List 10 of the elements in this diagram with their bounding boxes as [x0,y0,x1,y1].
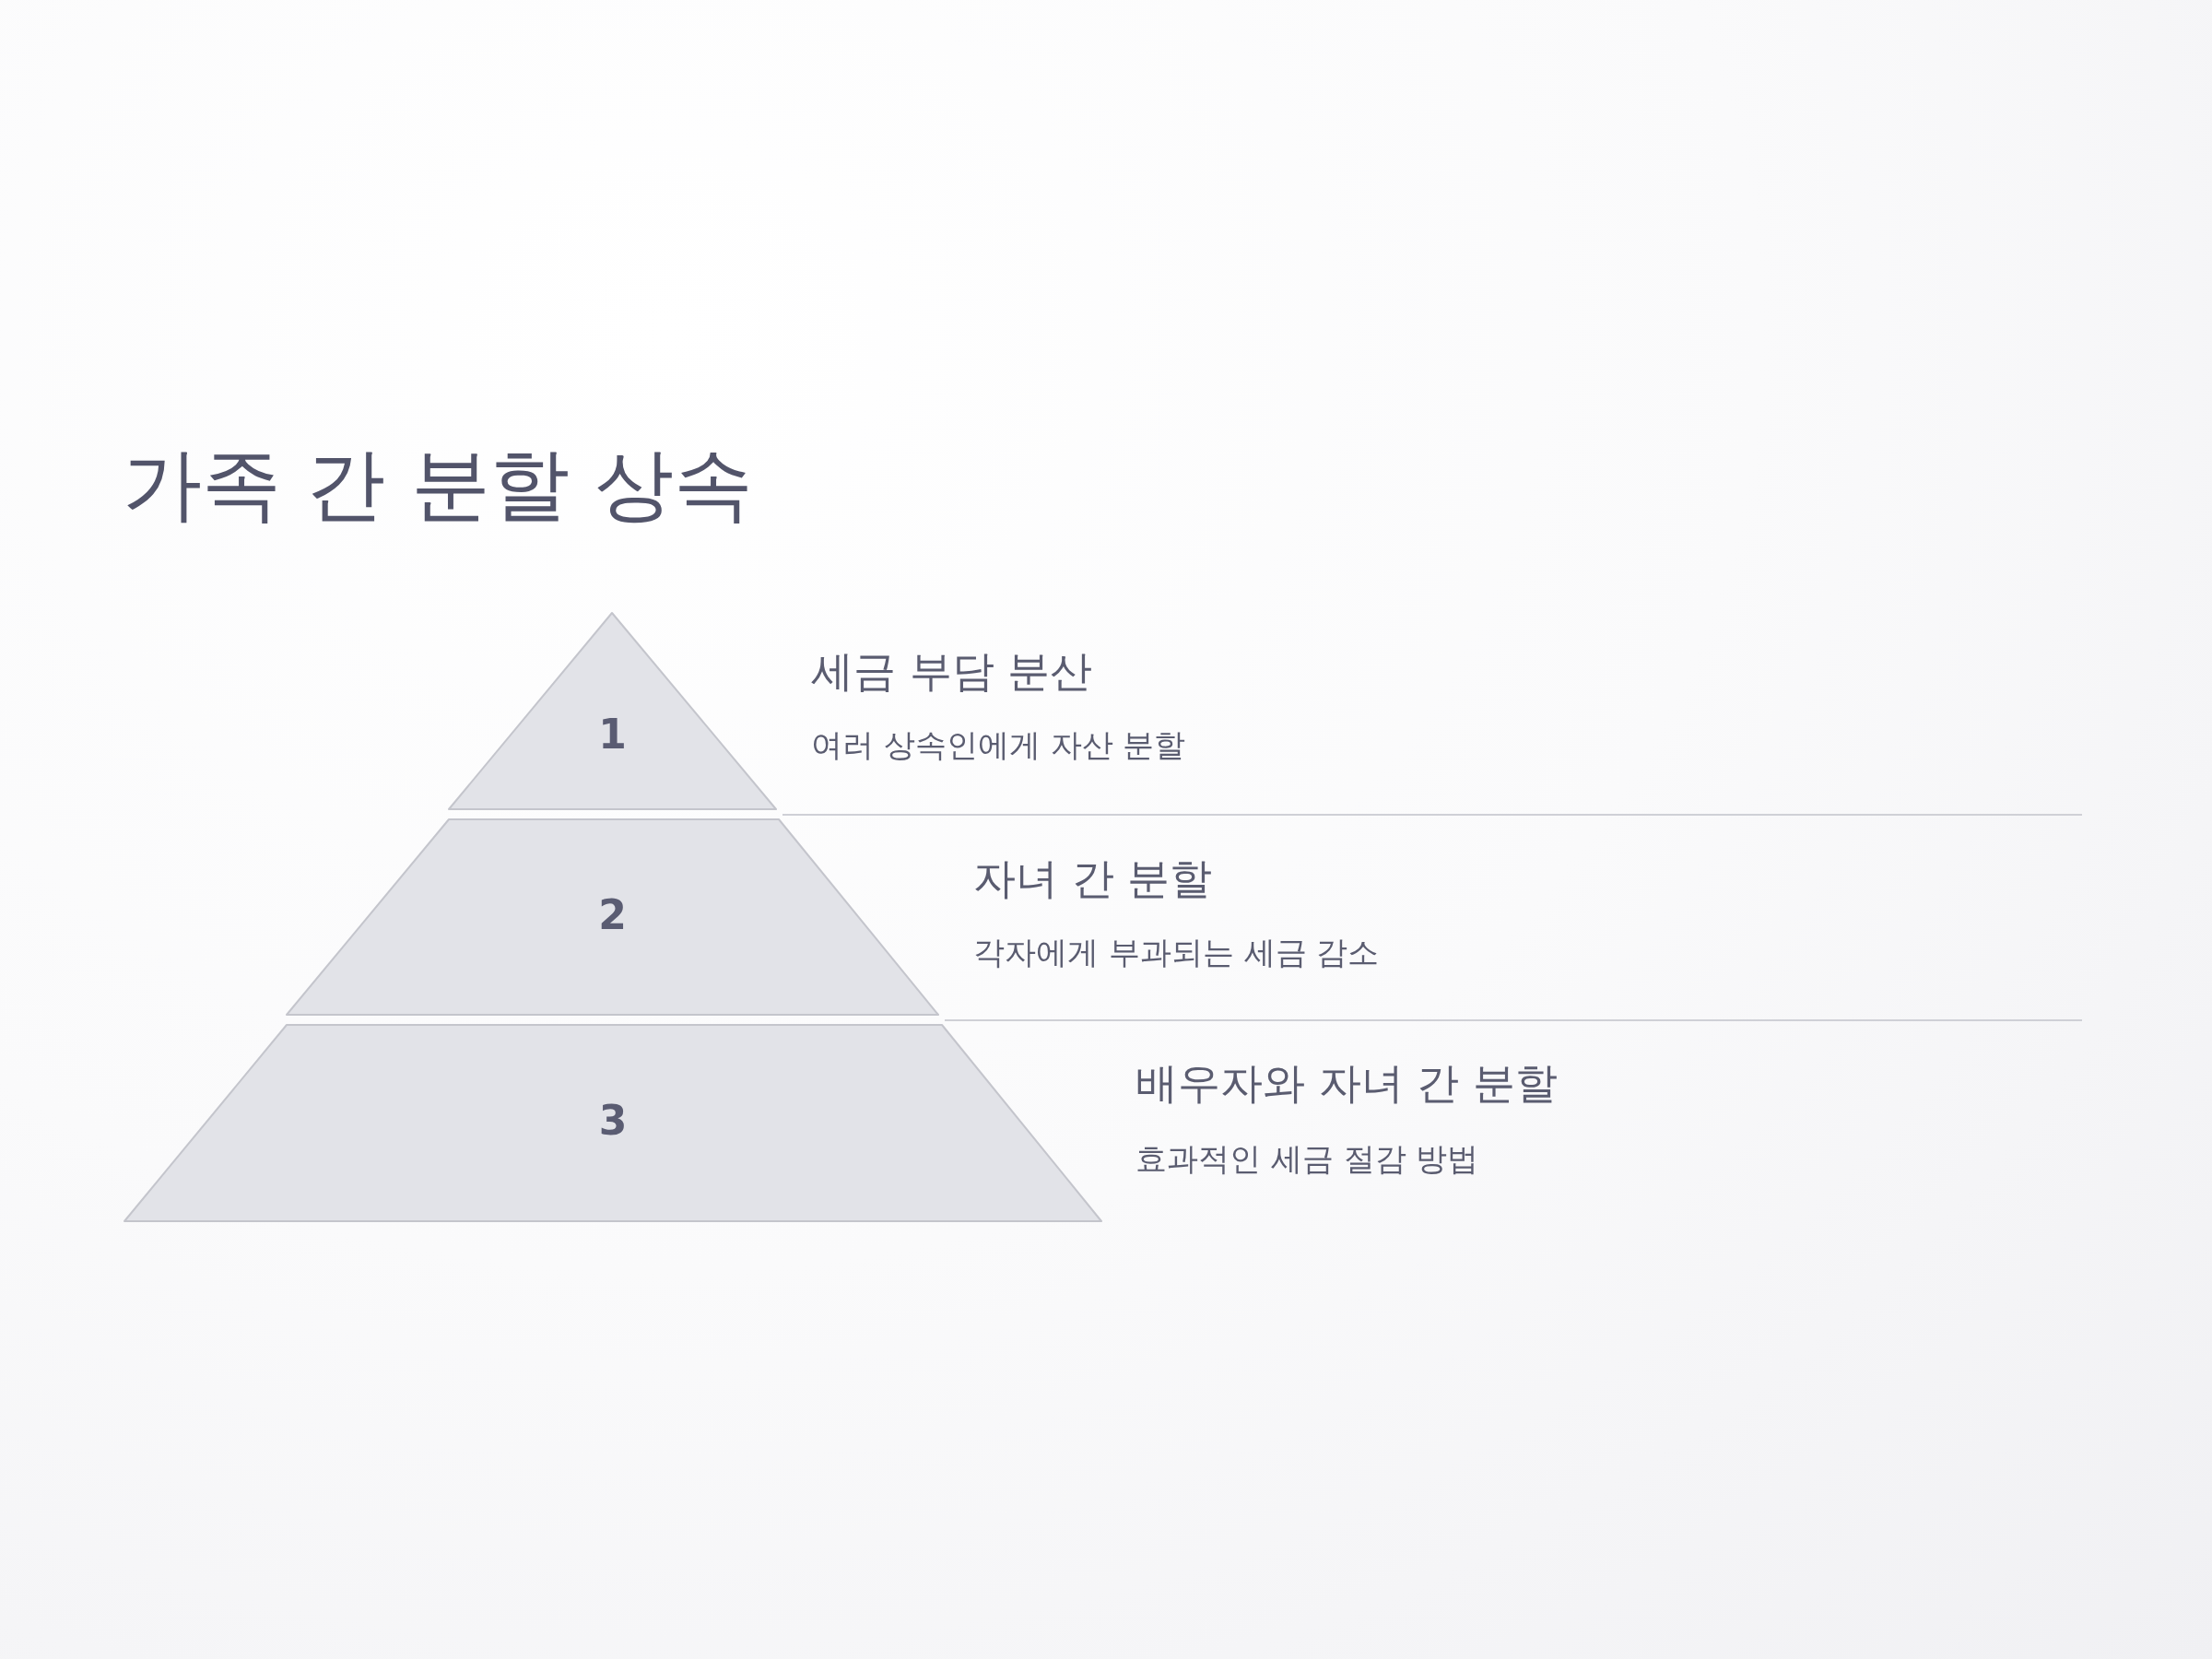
tier-description: 각자에게 부과되는 세금 감소 [973,933,1380,972]
pyramid-tier: 2 [287,818,938,1016]
tier-heading: 배우자와 자녀 간 분할 [1135,1057,1558,1109]
tier-description: 효과적인 세금 절감 방법 [1135,1139,1479,1179]
title: 가족 간 분할 상속 [123,437,753,532]
tier-heading: 세금 부담 분산 [811,645,1093,697]
tier-heading: 자녀 간 분할 [973,853,1213,904]
pyramid-tier: 1 [449,612,776,810]
pyramid-tier: 3 [124,1024,1101,1222]
tier-description: 여러 상속인에게 자산 분할 [811,725,1186,765]
